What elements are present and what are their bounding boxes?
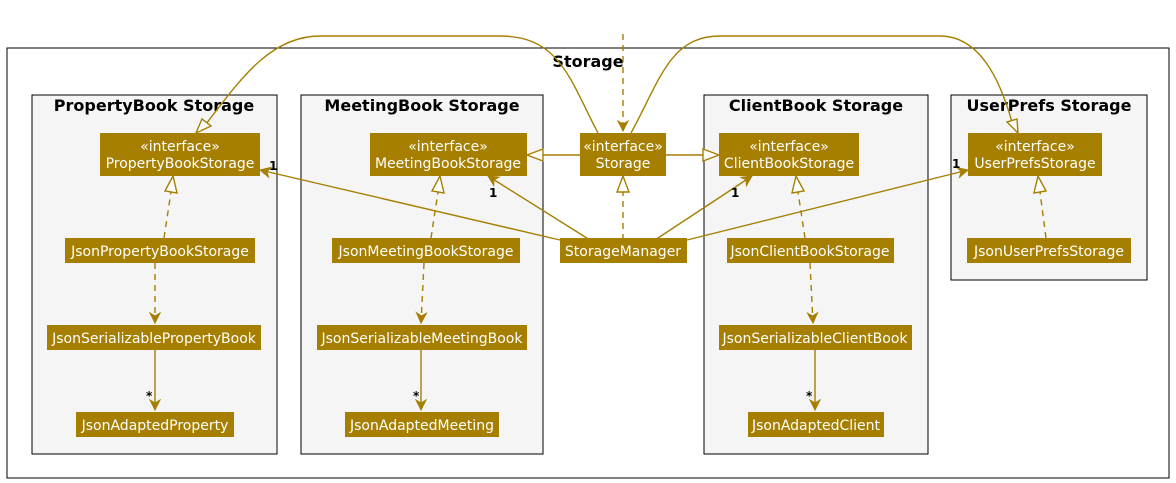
class-json-adapted-meeting: JsonAdaptedMeeting	[345, 412, 499, 437]
gen-head-client	[702, 147, 721, 163]
class-storage-manager: StorageManager	[560, 238, 687, 263]
svg-text:«interface»: «interface»	[583, 139, 663, 155]
edge-manager-client	[654, 176, 752, 241]
class-json-adapted-client: JsonAdaptedClient	[748, 412, 884, 437]
package-property-title: PropertyBook Storage	[54, 96, 255, 115]
impl-head-userprefs	[1033, 174, 1048, 194]
mult-manager-property: 1	[269, 159, 277, 173]
mult-manager-userprefs: 1	[952, 157, 960, 171]
impl-head-property	[163, 174, 178, 194]
class-userprefs-storage: «interface» UserPrefsStorage	[968, 133, 1102, 176]
svg-text:Storage: Storage	[596, 156, 651, 172]
gen-head-meeting	[525, 147, 544, 163]
edges	[155, 34, 1048, 410]
svg-text:JsonAdaptedMeeting: JsonAdaptedMeeting	[349, 418, 494, 434]
svg-text:«interface»: «interface»	[995, 139, 1075, 155]
svg-text:JsonMeetingBookStorage: JsonMeetingBookStorage	[338, 244, 514, 260]
svg-text:JsonAdaptedClient: JsonAdaptedClient	[751, 418, 881, 434]
svg-text:MeetingBookStorage: MeetingBookStorage	[375, 156, 521, 172]
svg-text:JsonSerializablePropertyBook: JsonSerializablePropertyBook	[51, 331, 257, 347]
svg-text:JsonPropertyBookStorage: JsonPropertyBookStorage	[70, 244, 249, 260]
edge-jsonuserprefs-impl	[1039, 191, 1047, 239]
svg-text:JsonClientBookStorage: JsonClientBookStorage	[729, 244, 889, 260]
class-json-serializable-meeting-book: JsonSerializableMeetingBook	[317, 325, 527, 350]
svg-text:«interface»: «interface»	[140, 139, 220, 155]
edge-jsonclient-impl	[797, 191, 806, 239]
mult-ser-meeting: *	[413, 389, 420, 403]
impl-head-meeting	[430, 174, 445, 194]
class-json-serializable-client-book: JsonSerializableClientBook	[719, 325, 912, 350]
edge-jsonproperty-impl	[163, 191, 172, 239]
class-json-adapted-property: JsonAdaptedProperty	[76, 412, 234, 437]
svg-text:JsonAdaptedProperty: JsonAdaptedProperty	[81, 418, 229, 434]
class-property-book-storage: «interface» PropertyBookStorage	[100, 133, 260, 176]
mult-manager-client: 1	[731, 186, 739, 200]
svg-text:JsonSerializableClientBook: JsonSerializableClientBook	[721, 331, 908, 347]
impl-head-client	[791, 174, 806, 194]
edge-manager-property	[260, 170, 561, 241]
package-userprefs-title: UserPrefs Storage	[967, 96, 1132, 115]
svg-text:UserPrefsStorage: UserPrefsStorage	[974, 156, 1095, 172]
class-storage: «interface» Storage	[580, 133, 666, 176]
storage-frame-title: Storage	[552, 52, 623, 71]
edge-jsonmeeting-impl	[430, 191, 439, 239]
svg-text:ClientBookStorage: ClientBookStorage	[724, 156, 854, 172]
svg-text:«interface»: «interface»	[408, 139, 488, 155]
edge-manager-meeting	[488, 176, 591, 241]
class-json-serializable-property-book: JsonSerializablePropertyBook	[47, 325, 261, 350]
gen-head-property	[194, 117, 213, 135]
edge-storage-userprefs-gen	[630, 35, 1013, 134]
svg-text:PropertyBookStorage: PropertyBookStorage	[106, 156, 255, 172]
gen-head-userprefs	[1005, 118, 1019, 135]
mult-manager-meeting: 1	[489, 186, 497, 200]
edge-manager-userprefs	[686, 170, 968, 241]
svg-text:JsonSerializableMeetingBook: JsonSerializableMeetingBook	[321, 331, 524, 347]
mult-ser-client: *	[806, 389, 813, 403]
class-meeting-book-storage: «interface» MeetingBookStorage	[370, 133, 527, 176]
class-json-property-book-storage: JsonPropertyBookStorage	[65, 238, 255, 263]
class-client-book-storage: «interface» ClientBookStorage	[719, 133, 859, 176]
package-client-title: ClientBook Storage	[729, 96, 903, 115]
class-json-userprefs-storage: JsonUserPrefsStorage	[967, 238, 1131, 263]
svg-text:JsonUserPrefsStorage: JsonUserPrefsStorage	[973, 244, 1124, 260]
edge-storage-property-gen	[205, 35, 599, 134]
package-meeting-title: MeetingBook Storage	[324, 96, 519, 115]
mult-ser-property: *	[146, 389, 153, 403]
class-json-meeting-book-storage: JsonMeetingBookStorage	[332, 238, 520, 263]
class-json-client-book-storage: JsonClientBookStorage	[727, 238, 894, 263]
svg-text:«interface»: «interface»	[749, 139, 829, 155]
impl-head-storage	[615, 174, 631, 193]
svg-text:StorageManager: StorageManager	[565, 244, 681, 260]
